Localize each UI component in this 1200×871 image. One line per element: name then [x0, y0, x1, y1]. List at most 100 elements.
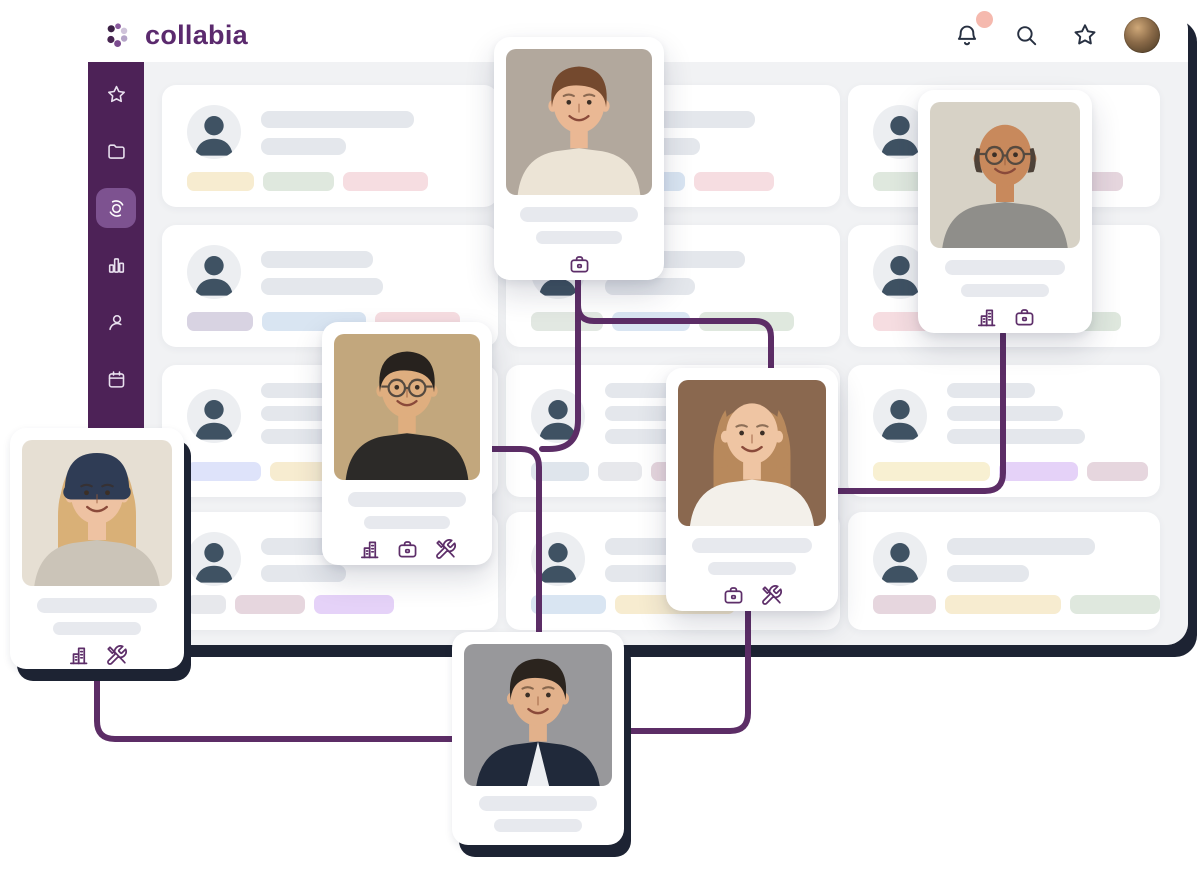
- briefcase-icon[interactable]: [722, 584, 745, 607]
- calendar-icon: [106, 369, 127, 390]
- role-placeholder-bar: [708, 562, 796, 575]
- logo[interactable]: collabia: [102, 20, 248, 51]
- text-placeholder-bar: [261, 565, 346, 582]
- tag-pill: [999, 462, 1078, 481]
- sidebar-item-orbit[interactable]: [96, 188, 136, 228]
- topbar: collabia: [88, 8, 1188, 62]
- person-photo: [930, 102, 1080, 248]
- text-placeholder-bar: [261, 138, 346, 155]
- tag-pill: [531, 595, 606, 614]
- role-placeholder-bar: [961, 284, 1049, 297]
- person-avatar-placeholder-icon: [187, 105, 241, 159]
- sidebar-item-bar-chart[interactable]: [96, 245, 136, 285]
- star-icon: [106, 84, 127, 105]
- tag-pill: [187, 172, 254, 191]
- app-title: collabia: [145, 19, 248, 50]
- text-placeholder-bar: [261, 111, 414, 128]
- tag-pills: [873, 462, 1148, 481]
- building-icon[interactable]: [67, 644, 90, 667]
- building-icon[interactable]: [975, 306, 998, 329]
- sidebar-item-calendar[interactable]: [96, 359, 136, 399]
- profile-placeholder-card[interactable]: [848, 365, 1160, 497]
- text-placeholder-bar: [605, 565, 685, 582]
- text-placeholder-bars: [947, 538, 1095, 582]
- tag-pill: [694, 172, 774, 191]
- user-avatar[interactable]: [1124, 17, 1160, 53]
- tag-pill: [263, 172, 334, 191]
- tools-icon[interactable]: [105, 644, 128, 667]
- folder-icon: [106, 141, 127, 162]
- orbit-icon: [106, 198, 127, 219]
- search-button[interactable]: [1013, 22, 1039, 48]
- tag-pills: [187, 595, 394, 614]
- person-avatar-placeholder-icon: [873, 389, 927, 443]
- profile-placeholder-card[interactable]: [848, 512, 1160, 630]
- role-placeholder-bar: [536, 231, 622, 244]
- person-photo: [464, 644, 612, 786]
- person-badges: [22, 644, 172, 667]
- person-photo: [22, 440, 172, 586]
- briefcase-icon[interactable]: [568, 253, 591, 276]
- name-placeholder-bar: [479, 796, 597, 811]
- person-badges: [506, 253, 652, 276]
- text-placeholder-bar: [947, 406, 1063, 421]
- tag-pills: [531, 312, 794, 331]
- text-placeholder-bar: [947, 383, 1035, 398]
- tag-pill: [699, 312, 794, 331]
- person-card-p-left[interactable]: [10, 428, 184, 669]
- text-placeholder-bars: [947, 383, 1085, 444]
- tools-icon[interactable]: [760, 584, 783, 607]
- person-card-p-midleft[interactable]: [322, 322, 492, 565]
- text-placeholder-bars: [261, 111, 414, 155]
- person-badges: [334, 538, 480, 561]
- tag-pill: [1070, 595, 1160, 614]
- tag-pill: [187, 312, 253, 331]
- person-card-p-right[interactable]: [918, 90, 1092, 333]
- tag-pills: [187, 462, 340, 481]
- text-placeholder-bar: [947, 565, 1029, 582]
- person-photo: [334, 334, 480, 480]
- building-icon[interactable]: [358, 538, 381, 561]
- text-placeholder-bar: [947, 538, 1095, 555]
- tag-pill: [531, 462, 589, 481]
- tag-pills: [873, 595, 1160, 614]
- text-placeholder-bars: [261, 251, 383, 295]
- tools-icon[interactable]: [434, 538, 457, 561]
- tag-pill: [598, 462, 642, 481]
- tag-pill: [531, 312, 603, 331]
- person-avatar-placeholder-icon: [531, 532, 585, 586]
- person-card-p-bottom[interactable]: [452, 632, 624, 845]
- name-placeholder-bar: [692, 538, 812, 553]
- tag-pill: [1087, 462, 1148, 481]
- sidebar-item-star[interactable]: [96, 74, 136, 114]
- person-photo: [678, 380, 826, 526]
- topbar-actions: [954, 11, 1098, 48]
- sidebar-item-user[interactable]: [96, 302, 136, 342]
- role-placeholder-bar: [53, 622, 141, 635]
- name-placeholder-bar: [348, 492, 466, 507]
- person-avatar-placeholder-icon: [187, 389, 241, 443]
- star-button[interactable]: [1072, 22, 1098, 48]
- person-avatar-placeholder-icon: [187, 245, 241, 299]
- briefcase-icon[interactable]: [396, 538, 419, 561]
- name-placeholder-bar: [520, 207, 638, 222]
- person-photo: [506, 49, 652, 195]
- tag-pill: [187, 595, 226, 614]
- tag-pill: [945, 595, 1061, 614]
- bell-button[interactable]: [954, 11, 993, 48]
- role-placeholder-bar: [494, 819, 582, 832]
- name-placeholder-bar: [37, 598, 157, 613]
- profile-placeholder-card[interactable]: [162, 85, 498, 207]
- notification-dot: [976, 11, 993, 28]
- text-placeholder-bar: [261, 429, 339, 444]
- sidebar-item-folder[interactable]: [96, 131, 136, 171]
- person-card-p-midright[interactable]: [666, 368, 838, 611]
- tag-pill: [187, 462, 261, 481]
- bar-chart-icon: [106, 255, 127, 276]
- tag-pill: [612, 312, 690, 331]
- tag-pill: [343, 172, 428, 191]
- person-card-p-top[interactable]: [494, 37, 664, 280]
- briefcase-icon[interactable]: [1013, 306, 1036, 329]
